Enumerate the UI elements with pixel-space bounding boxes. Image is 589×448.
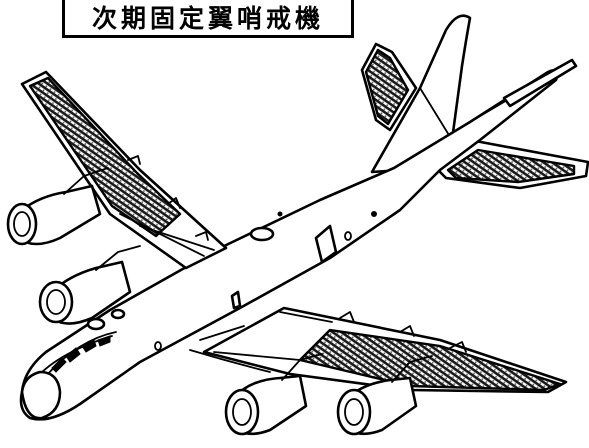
fuselage-details [86, 211, 377, 373]
right-wing [202, 306, 568, 394]
left-horizontal-stabilizer [360, 42, 418, 132]
engine-outer-right [336, 355, 433, 436]
engine-outer-left [6, 167, 109, 246]
caption-box: 次期固定翼哨戒機 [62, 0, 354, 38]
engine-inner-left [38, 245, 141, 325]
left-wing [20, 70, 228, 270]
engine-inner-right [224, 353, 323, 436]
nose-radome [20, 370, 62, 420]
tail-boom [502, 58, 578, 108]
caption-title: 次期固定翼哨戒機 [91, 4, 324, 33]
vertical-stabilizer [370, 14, 472, 174]
flap-track-details [127, 155, 467, 353]
cockpit-windows [45, 331, 117, 377]
